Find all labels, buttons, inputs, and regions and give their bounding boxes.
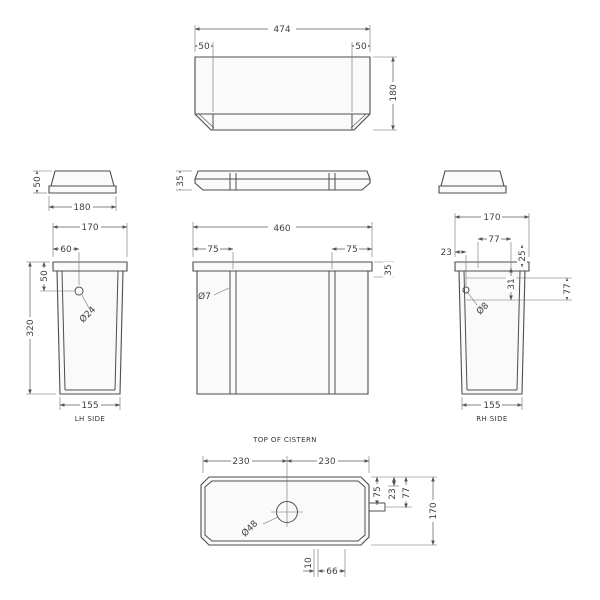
dim-front-hole-dia-label: Ø7: [198, 291, 211, 302]
view-cistern-plan: TOP OF CISTERN Ø48 230 230: [200, 436, 439, 577]
dim-rh-b: 31: [506, 267, 517, 301]
dim-cistern-right-half: 230: [286, 456, 370, 473]
dim-lid-side-width-label: 180: [73, 203, 90, 213]
dim-lid-plan-left-offset-label: 50: [198, 42, 210, 52]
lh-side-view-label: LH SIDE: [75, 415, 106, 423]
dim-cistern-c: 77: [401, 476, 412, 509]
view-lid-side-lh: 50 180: [32, 170, 117, 213]
dim-rh-c-label: 77: [563, 283, 573, 294]
dim-rh-edge-offset-label: 23: [441, 248, 452, 258]
dim-rh-bottom-width-label: 155: [483, 401, 500, 411]
dim-front-lid-height: 35: [374, 261, 394, 278]
dim-lh-height-label: 320: [26, 319, 36, 336]
view-lid-plan: 474 50 50 180: [194, 24, 399, 131]
dim-cistern-left-half-label: 230: [232, 457, 249, 467]
dim-front-hole-dia: Ø7: [198, 287, 230, 302]
dim-rh-top-width-label: 170: [483, 213, 500, 223]
view-lid-front: 35: [175, 170, 371, 191]
view-front: 460 75 75 Ø7 35: [192, 222, 394, 395]
dim-lh-hole-x: 60: [52, 244, 80, 285]
dim-lid-front-height: 35: [175, 170, 192, 191]
dim-rh-a: 25: [517, 244, 528, 268]
dim-front-width: 460: [192, 222, 373, 257]
dim-lid-plan-depth-label: 180: [389, 84, 399, 101]
dim-front-left-web: 75: [192, 244, 234, 269]
dim-lh-height: 320: [25, 261, 56, 395]
dim-lh-top-width: 170: [52, 222, 128, 257]
dim-cistern-a-label: 75: [373, 486, 383, 497]
dim-front-left-web-label: 75: [207, 245, 218, 255]
dim-lid-plan-right-offset-label: 50: [355, 42, 367, 52]
dim-rh-hole-span-label: 77: [488, 235, 499, 245]
dim-cistern-b: 23: [388, 476, 399, 500]
dim-front-lid-height-label: 35: [384, 264, 394, 275]
dim-cistern-depth-label: 170: [429, 502, 439, 519]
dim-rh-a-label: 25: [518, 250, 528, 261]
dim-cistern-d-label: 10: [304, 557, 314, 569]
dim-rh-top-width: 170: [454, 212, 530, 257]
dim-lh-hole-y: 50: [39, 261, 74, 292]
view-lh-side: Ø24 170 60 50: [25, 222, 128, 423]
dim-front-right-web: 75: [331, 244, 373, 269]
dim-cistern-a: 75: [371, 476, 437, 508]
dim-cistern-right-half-label: 230: [318, 457, 335, 467]
dim-lid-side-height: 50: [32, 170, 52, 194]
cistern-plan-title: TOP OF CISTERN: [252, 436, 317, 444]
dim-lid-plan-right-offset: 50: [351, 41, 371, 112]
view-rh-side: Ø8 170 77 23 25: [441, 212, 573, 423]
dim-lid-front-height-label: 35: [176, 175, 186, 186]
dim-lh-hole-x-label: 60: [60, 245, 72, 255]
dim-lid-side-width: 180: [48, 196, 117, 213]
dim-cistern-e-label: 66: [326, 567, 338, 577]
dim-cistern-b-label: 23: [388, 488, 398, 499]
dim-front-width-label: 460: [273, 224, 290, 234]
dim-lid-plan-width: 474: [194, 24, 371, 52]
dim-rh-c: 77: [562, 277, 573, 301]
dim-lh-hole-y-label: 50: [40, 270, 50, 282]
dim-rh-hole-span: 77: [477, 234, 512, 268]
dim-rh-b-label: 31: [507, 278, 517, 289]
dim-lh-top-width-label: 170: [81, 223, 98, 233]
dim-rh-edge-offset: 23: [441, 248, 467, 286]
dim-cistern-d: 10: [303, 549, 315, 577]
view-lid-side-rh: [438, 170, 507, 194]
dim-lh-bottom-width: 155: [59, 397, 121, 411]
dim-lid-plan-width-label: 474: [273, 25, 290, 35]
dim-front-right-web-label: 75: [346, 245, 357, 255]
dim-rh-bottom-width: 155: [461, 397, 523, 411]
dim-cistern-left-half: 230: [202, 456, 288, 473]
dim-lid-side-height-label: 50: [33, 176, 43, 188]
dim-cistern-e: 66: [317, 549, 346, 577]
dim-cistern-depth: 170: [371, 476, 439, 546]
rh-side-view-label: RH SIDE: [476, 415, 507, 423]
dim-lh-bottom-width-label: 155: [81, 401, 98, 411]
dim-lid-plan-depth: 180: [373, 56, 399, 131]
dim-lid-plan-left-offset: 50: [194, 41, 214, 112]
dim-cistern-c-label: 77: [402, 487, 412, 498]
